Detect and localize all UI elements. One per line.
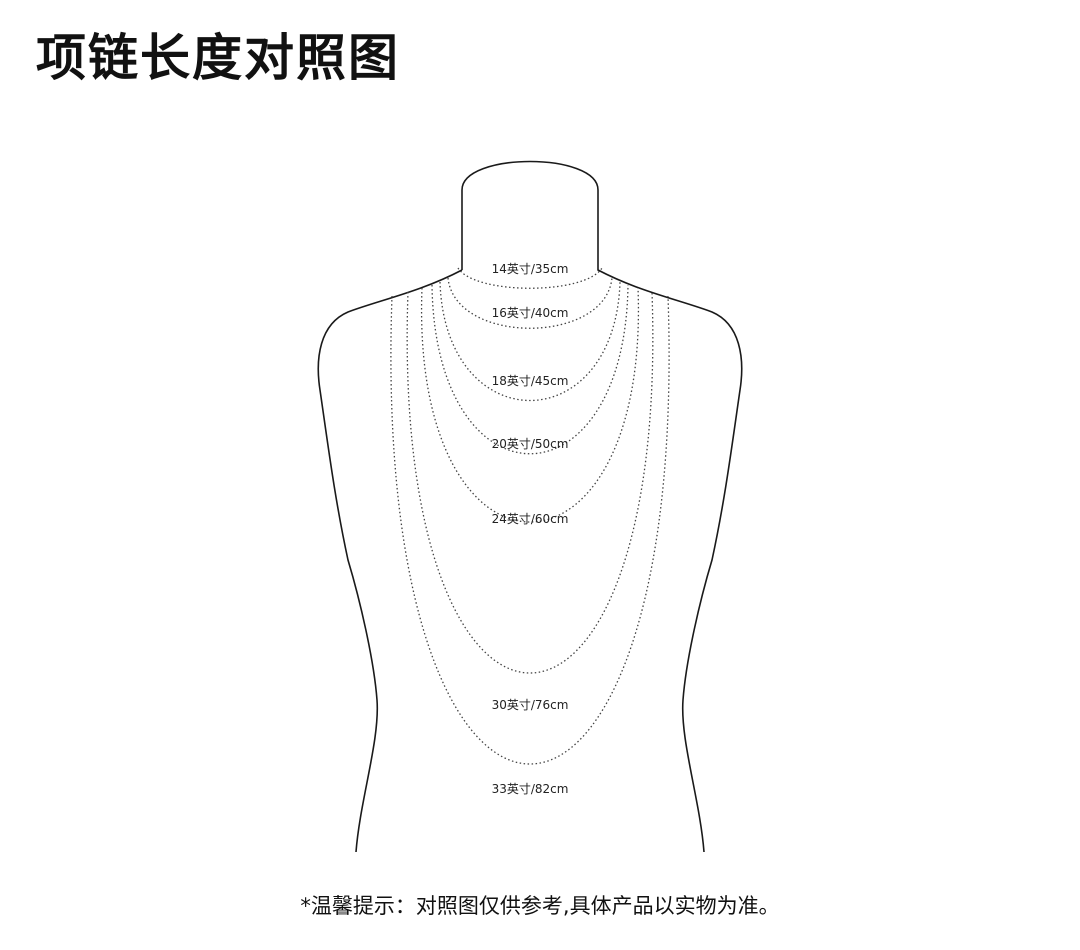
chain-label-24in: 24英寸/60cm xyxy=(492,512,569,526)
mannequin-outline xyxy=(461,160,743,853)
chain-16in xyxy=(447,277,613,329)
chain-label-18in: 18英寸/45cm xyxy=(492,374,569,388)
chain-label-20in: 20英寸/50cm xyxy=(492,437,569,451)
disclaimer-note: *温馨提示：对照图仅供参考,具体产品以实物为准。 xyxy=(300,894,780,918)
chain-18in xyxy=(439,281,621,401)
chain-label-33in: 33英寸/82cm xyxy=(492,782,569,796)
chain-30in xyxy=(406,291,654,674)
mannequin-outline-left xyxy=(317,269,463,853)
chain-24in xyxy=(420,287,640,523)
chain-33in xyxy=(390,295,670,765)
page-title: 项链长度对照图 xyxy=(36,29,400,87)
chain-label-16in: 16英寸/40cm xyxy=(492,306,569,320)
chain-label-30in: 30英寸/76cm xyxy=(492,698,569,712)
chain-label-14in: 14英寸/35cm xyxy=(492,262,569,276)
chain-14in xyxy=(457,267,603,289)
